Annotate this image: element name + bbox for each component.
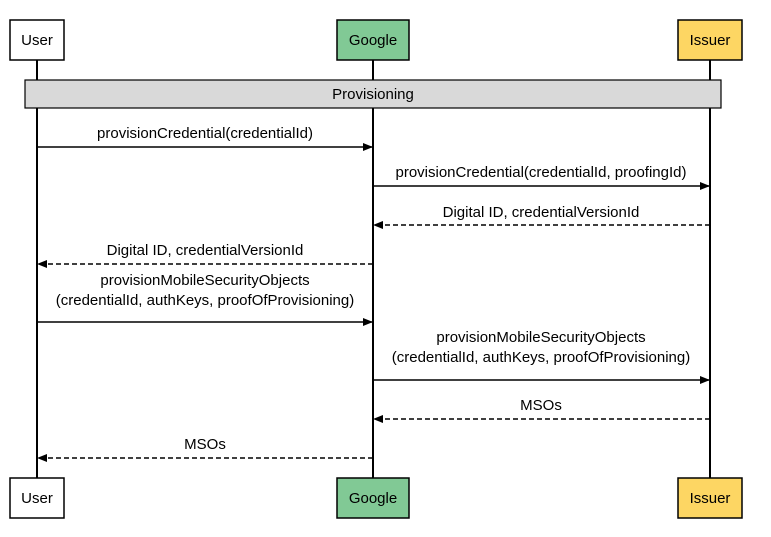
participant-box xyxy=(677,19,743,61)
participant-box xyxy=(336,477,410,519)
message-label-line-1: provisionMobileSecurityObjects xyxy=(436,329,645,346)
participant-google-top: Google xyxy=(336,19,410,61)
participant-box xyxy=(336,19,410,61)
message-label: MSOs xyxy=(520,397,562,414)
participant-label: Issuer xyxy=(690,32,731,49)
participant-label: Google xyxy=(349,32,397,49)
participant-box xyxy=(9,477,65,519)
participant-user-bottom: User xyxy=(9,477,65,519)
message-label: Digital ID, credentialVersionId xyxy=(107,242,304,259)
message-label-line-2: (credentialId, authKeys, proofOfProvisio… xyxy=(392,349,690,366)
participant-user-top: User xyxy=(9,19,65,61)
participant-label: Google xyxy=(349,490,397,507)
message-2: Digital ID, credentialVersionId xyxy=(373,204,710,229)
message-label-line-1: provisionMobileSecurityObjects xyxy=(100,272,309,289)
message-3: Digital ID, credentialVersionId xyxy=(37,242,373,268)
message-1: provisionCredential(credentialId, proofi… xyxy=(373,164,710,190)
message-4: provisionMobileSecurityObjects (credenti… xyxy=(37,272,373,326)
group-label: Provisioning xyxy=(332,86,414,103)
participant-issuer-top: Issuer xyxy=(677,19,743,61)
message-label: Digital ID, credentialVersionId xyxy=(443,204,640,221)
message-label: provisionCredential(credentialId) xyxy=(97,125,313,142)
message-label: MSOs xyxy=(184,436,226,453)
participant-label: Issuer xyxy=(690,490,731,507)
participant-label: User xyxy=(21,490,53,507)
participant-google-bottom: Google xyxy=(336,477,410,519)
participant-issuer-bottom: Issuer xyxy=(677,477,743,519)
message-7: MSOs xyxy=(37,436,373,462)
message-6: MSOs xyxy=(373,397,710,423)
group-provisioning: Provisioning xyxy=(24,79,722,109)
participant-box xyxy=(9,19,65,61)
message-label-line-2: (credentialId, authKeys, proofOfProvisio… xyxy=(56,292,354,309)
message-0: provisionCredential(credentialId) xyxy=(37,125,373,151)
message-label: provisionCredential(credentialId, proofi… xyxy=(396,164,687,181)
participant-box xyxy=(677,477,743,519)
message-5: provisionMobileSecurityObjects (credenti… xyxy=(373,329,710,384)
participant-label: User xyxy=(21,32,53,49)
group-bar xyxy=(24,79,722,109)
